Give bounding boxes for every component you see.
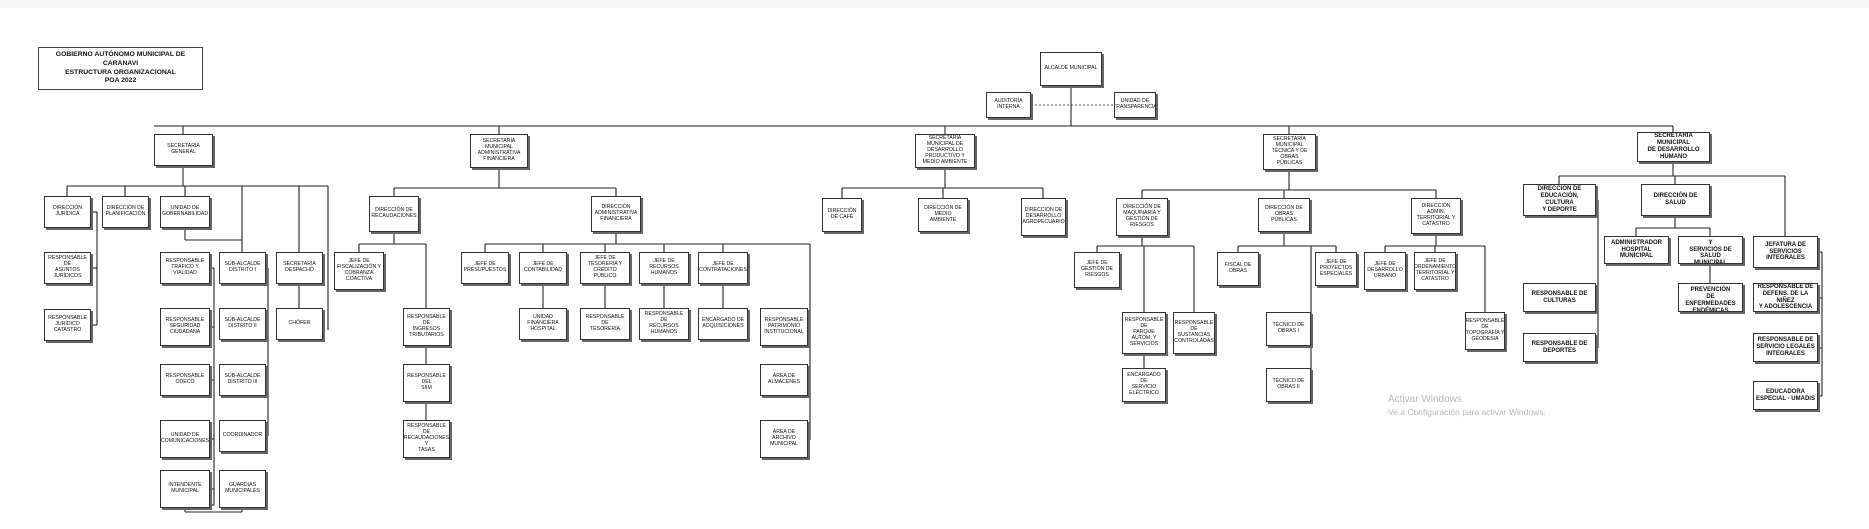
org-node-sec-general: SECRETARÍA GENERAL [154,134,213,166]
org-node-area-archivo: ÁREA DE ARCHIVO MUNICIPAL [760,420,808,458]
org-node-resp-topografia: RESPONSABLE DE TOPOGRAFÍA Y GEODESIA [1465,312,1505,350]
org-node-jefe-ordenamiento: JEFE DE ORDENAMIENTO TERRITORIAL Y CATAS… [1414,252,1456,290]
watermark-line-1: Activar Windows [1388,394,1462,405]
watermark-line-2: Ve a Configuración para activar Windows. [1388,406,1546,417]
org-node-tecnico-2: TÉCNICO DE OBRAS II [1266,368,1311,402]
org-node-area-endemicas: ÁREA DE PREVENCIÓN DE ENFERMEDADES ENDÉM… [1678,283,1743,312]
org-node-dir-recaudaciones: DIRECCIÓN DE RECAUDACIONES [369,196,419,232]
org-node-resp-siim: RESPONSABLE DEL SIIM [403,364,450,402]
org-node-secretaria-despacho: SECRETARIA DESPACHO [276,252,323,284]
org-node-sec-desarrollo-humano: SECRETARÍA MUNICIPAL DE DESARROLLO HUMAN… [1637,132,1710,162]
org-node-unidad-gobernabilidad: UNIDAD DE GOBERNABILIDAD [160,196,210,228]
org-node-resp-trafico: RESPONSABLE TRÁFICO Y VIALIDAD [160,252,210,284]
org-node-resp-tesoreria: RESPONSABLE DE TESORERÍA [580,308,630,340]
org-node-jefe-contrataciones: JEFE DE CONTRATACIONES [698,252,748,284]
windows-activation-watermark: Activar Windows Ve a Configuración para … [1388,393,1546,418]
org-node-alcalde: ALCALDE MUNICIPAL [1040,52,1102,86]
org-node-dir-maquinaria: DIRECCIÓN DE MAQUINARIA Y GESTIÓN DE RIE… [1116,198,1168,236]
org-node-jefe-tesoreria: JEFE DE TESORERÍA Y CRÉDITO PÚBLICO [580,252,630,284]
org-node-sec-admin-fin: SECRETARÍA MUNICIPAL ADMINISTRATIVA FINA… [470,134,528,168]
org-node-intendente: INTENDENTE MUNICIPAL [160,470,210,508]
org-node-dir-planificacion: DIRECCIÓN DE PLANIFICACIÓN [102,196,149,228]
org-node-educadora: EDUCADORA ESPECIAL - UMADIS [1753,381,1818,410]
chart-title-box: GOBIERNO AUTÓNOMO MUNICIPAL DE CARANAVI … [38,47,203,90]
org-node-unidad-comunicaciones: UNIDAD DE COMUNICACIONES [160,420,210,458]
org-node-encargado-adquisiciones: ENCARGADO DE ADQUISICIONES [698,308,748,340]
org-node-jefe-presupuestos: JEFE DE PRESUPUESTOS [461,252,509,284]
org-node-guardias: GUARDIAS MUNICIPALES [219,470,266,508]
org-node-jefe-gestion-riesgos: JEFE DE GESTIÓN DE RIESGOS [1074,252,1120,288]
org-node-subalcalde-1: SUB-ALCALDE DISTRITO I [219,252,266,284]
org-node-resp-parque: RESPONSABLE DE PARQUE AUTOM. Y SERVICIOS [1122,312,1166,354]
org-node-dir-obras: DIRECCIÓN DE OBRAS PÚBLICAS [1258,198,1310,232]
title-line-1: GOBIERNO AUTÓNOMO MUNICIPAL DE CARANAVI [55,50,186,67]
org-node-resp-seguridad: RESPONSABLE SEGURIDAD CIUDADANA [160,308,210,346]
org-node-resp-ingresos: RESPONSABLE DE INGRESOS TRIBUTARIOS [403,308,450,346]
org-node-resp-juridico-catastro: RESPONSABLE JURÍDICO CATASTRO [44,309,91,341]
org-node-tecnico-1: TÉCNICO DE OBRAS I [1266,312,1311,346]
org-node-admin-hospital: ADMINISTRADOR HOSPITAL MUNICIPAL [1604,236,1669,264]
org-node-jefe-desarrollo-urbano: JEFE DE DESARROLLO URBANO [1364,252,1406,290]
org-node-fiscal-obras: FISCAL DE OBRAS [1217,252,1259,286]
org-node-chofer: CHÓFER [276,308,323,340]
title-line-2: ESTRUCTURA ORGANIZACIONAL [65,68,176,76]
org-node-resp-asuntos: RESPONSABLE DE ASUNTOS JURÍDICOS [44,252,91,284]
org-node-jefe-contabilidad: JEFE DE CONTABILIDAD [519,252,567,284]
org-node-dir-medio-ambiente: DIRECCIÓN DE MEDIO AMBIENTE [918,198,968,232]
org-node-dir-salud: DIRECCIÓN DE SALUD [1641,184,1710,216]
org-node-transparencia: UNIDAD DE TRANSPARENCIA [1114,92,1156,118]
org-node-jefe-fiscalizacion: JEFE DE FISCALIZACIÓN Y COBRANZA COACTIV… [334,252,384,290]
org-node-subalcalde-2: SUB-ALCALDE DISTRITO II [219,308,266,340]
org-node-resp-odeco: RESPONSABLE ODECO [160,364,210,396]
org-node-resp-deportes: RESPONSABLE DE DEPORTES [1523,333,1596,362]
org-node-jefe-rrhh: JEFE DE RECURSOS HUMANOS [639,252,689,284]
org-node-dir-juridica: DIRECCIÓN JURÍDICA [44,196,91,228]
org-node-dir-cafe: DIRECCIÓN DE CAFÉ [822,198,862,232]
org-node-resp-recaudaciones: RESPONSABLE DE RECAUDACIONES Y TASAS [403,420,450,458]
org-node-dir-territorial: DIRECCIÓN ADMIN. TERRITORIAL Y CATASTRO [1411,198,1461,234]
top-strip [0,0,1869,8]
org-node-resp-culturas: RESPONSABLE DE CULTURAS [1523,283,1596,312]
org-node-jefe-proyectos: JEFE DE PROYECTOS ESPECIALES [1315,252,1357,286]
org-node-resp-defensoria: RESPONSABLE DE DEFENS. DE LA NIÑEZ Y ADO… [1753,283,1818,312]
org-node-unidad-fin-hospital: UNIDAD FINANCIERA HOSPITAL [519,308,567,340]
org-node-dir-educacion: DIRECCIÓN DE EDUCACIÓN, CULTURA Y DEPORT… [1523,184,1596,216]
org-node-area-almacenes: ÁREA DE ALMACENES [760,364,808,396]
org-node-auditoria: AUDITORÍA INTERNA [986,92,1031,118]
org-node-sec-desarrollo-productivo: SECRETARÍA MUNICIPAL DE DESARROLLO PRODU… [915,134,975,168]
title-line-3: POA 2022 [104,77,137,85]
org-node-resp-legales: RESPONSABLE DE SERVICIO LEGALES INTEGRAL… [1753,333,1818,362]
org-node-encargado-electrico: ENCARGADO DE SERVICIO ELÉCTRICO [1122,368,1166,402]
org-node-subalcalde-3: SUB-ALCALDE DISTRITO III [219,364,266,396]
org-node-dir-admin-fin: DIRECCIÓN ADMINISTRATIVA FINANCIERA [591,196,641,232]
org-node-resp-sustancias: RESPONSABLE DE SUSTANCIAS CONTROLADAS [1173,312,1215,354]
org-node-resp-rrhh: RESPONSABLE DE RECURSOS HUMANOS [639,308,689,340]
org-node-coordinador: COORDINADOR [219,420,266,452]
org-node-resp-patrimonio: RESPONSABLE PATRIMONIO INSTITUCIONAL [760,308,808,346]
org-node-sec-tecnica: SECRETARÍA MUNICIPAL TÉCNICA Y DE OBRAS … [1263,134,1316,170]
org-node-jefatura-servicios: JEFATURA DE SERVICIOS INTEGRALES [1753,236,1818,268]
org-node-unidad-redes: UNIDAD DE REDES Y SERVICIOS DE SALUD MUN… [1678,236,1743,264]
org-node-dir-agropecuario: DIRECCIÓN DE DESARROLLO AGROPECUARIO [1021,198,1066,236]
